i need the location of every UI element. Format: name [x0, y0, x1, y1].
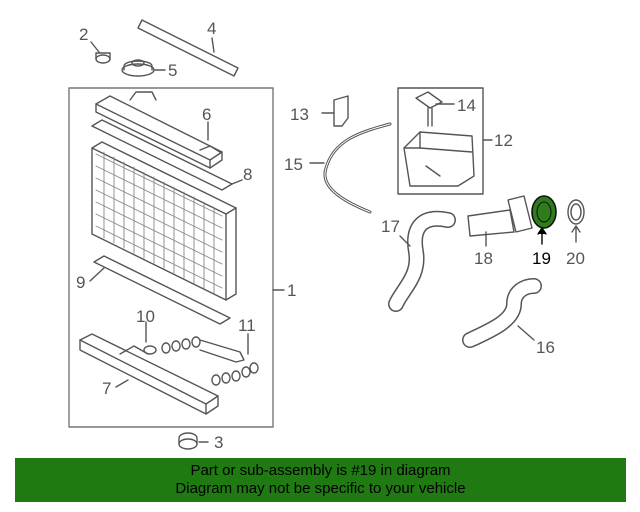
part-2-nut: [90, 41, 111, 64]
part-3-cushion: [178, 432, 209, 450]
part-9-lower-gasket: [89, 255, 231, 325]
banner-line-2: Diagram may not be specific to your vehi…: [175, 480, 466, 497]
callout-5: 5: [168, 61, 177, 80]
part-13-bracket: [321, 95, 349, 127]
radiator-core: [91, 141, 237, 301]
part-5-radiator-cap: [121, 59, 166, 77]
part-18-water-inlet: [467, 195, 533, 247]
part-6-upper-tank: [95, 91, 223, 169]
info-banner: Part or sub-assembly is #19 in diagram D…: [15, 458, 626, 502]
radiator-assembly-frame: [68, 87, 274, 428]
parts-diagram: 1 2 3 4 5 6 7 8 9 10 11 12 13 14 15 16 1…: [68, 19, 585, 452]
callout-18: 18: [474, 249, 493, 268]
banner-line-1: Part or sub-assembly is #19 in diagram: [190, 462, 451, 479]
callout-17: 17: [381, 217, 400, 236]
callout-12: 12: [494, 131, 513, 150]
callout-3: 3: [214, 433, 223, 452]
callout-4: 4: [207, 19, 216, 38]
callout-1: 1: [287, 281, 296, 300]
part-14-reservoir-cap: [415, 91, 455, 127]
callout-2: 2: [79, 25, 88, 44]
part-4-seal-strip: [137, 19, 239, 77]
callout-6: 6: [202, 105, 211, 124]
part-20-gasket-ring: [567, 199, 585, 243]
part-11-plug: [211, 333, 259, 386]
part-16-lower-hose: [462, 278, 542, 348]
part-10-drain-parts: [143, 321, 245, 363]
part-8-gasket: [91, 119, 243, 191]
callout-13: 13: [290, 105, 309, 124]
callout-11: 11: [238, 316, 256, 335]
part-17-hose: [388, 210, 456, 312]
callout-9: 9: [76, 273, 85, 292]
callout-10: 10: [136, 307, 155, 326]
reservoir-tank: [403, 131, 475, 187]
callout-7: 7: [102, 379, 111, 398]
callout-14: 14: [457, 96, 476, 115]
callout-16: 16: [536, 338, 555, 357]
callout-19: 19: [532, 249, 551, 268]
part-19-thermostat: [531, 195, 557, 245]
callout-20: 20: [566, 249, 585, 268]
callout-8: 8: [243, 165, 252, 184]
callout-15: 15: [284, 155, 303, 174]
part-12-reservoir-frame: [397, 87, 484, 195]
part-15-overflow-hose: [309, 122, 392, 214]
part-7-lower-tank: [79, 333, 219, 415]
